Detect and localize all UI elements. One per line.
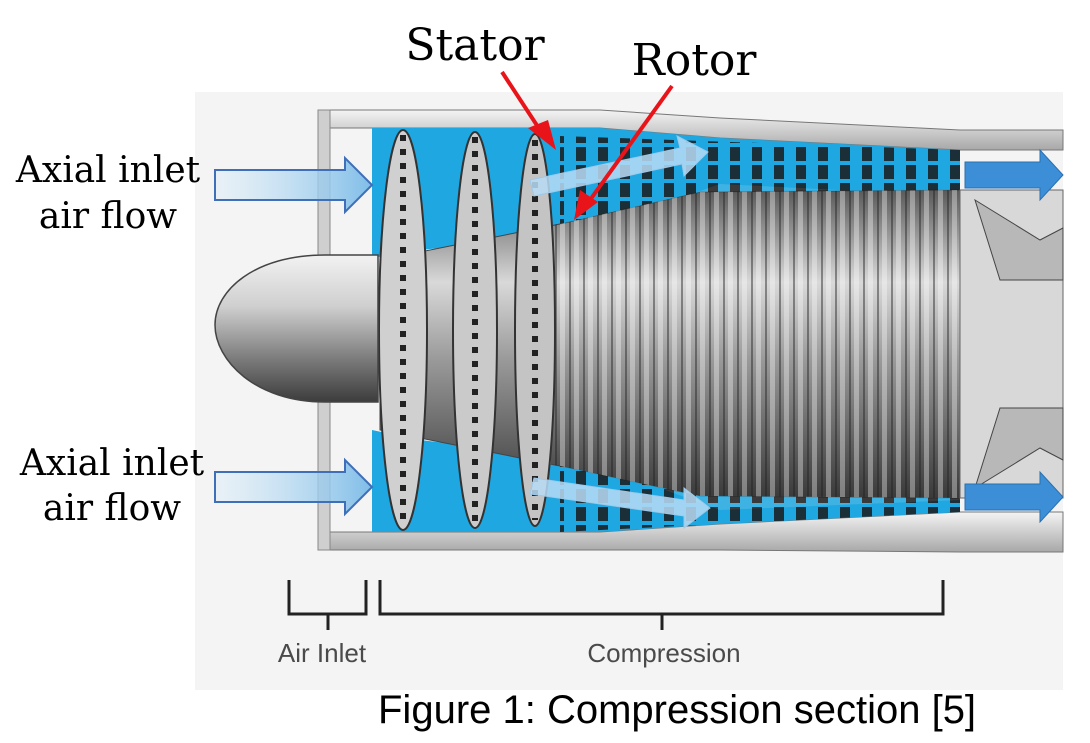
rotor-label: Rotor: [632, 35, 758, 86]
fan-stage-2: [452, 131, 498, 529]
rotor-drum-stripes: [540, 190, 960, 498]
stator-label: Stator: [405, 20, 545, 71]
inlet-airflow-arrow-top: [214, 155, 374, 215]
air-inlet-bracket: [287, 580, 368, 630]
inlet-label-bottom-line2: air flow: [43, 488, 181, 529]
fan-stage-1: [378, 129, 428, 531]
figure-caption: Figure 1: Compression section [5]: [378, 688, 977, 732]
compressor-airflow-arrow-bottom: [529, 477, 711, 530]
rotor-callout-arrow: [574, 84, 674, 220]
inlet-airflow-arrow-bottom: [214, 457, 374, 517]
fan-stage-3: [514, 133, 556, 527]
inlet-label-top-line2: air flow: [39, 196, 177, 237]
inlet-label-top-line1: Axial inlet: [15, 150, 201, 191]
compressor-airflow-arrow-top: [529, 135, 709, 197]
combustor-detail-bottom: [974, 407, 1064, 490]
inlet-label-bottom-line1: Axial inlet: [19, 443, 205, 484]
exit-airflow-arrow-bottom: [964, 470, 1064, 524]
exit-airflow-arrow-top: [964, 148, 1064, 202]
blade-row-bottom: [560, 466, 960, 532]
nose-cone: [214, 254, 379, 403]
outer-casing-bottom: [321, 511, 1064, 553]
stator-callout-arrow: [500, 70, 556, 150]
compression-label: Compression: [587, 638, 740, 668]
combustor-detail-top: [974, 198, 1064, 281]
compression-bracket: [378, 580, 945, 630]
air-inlet-label: Air Inlet: [278, 638, 367, 668]
